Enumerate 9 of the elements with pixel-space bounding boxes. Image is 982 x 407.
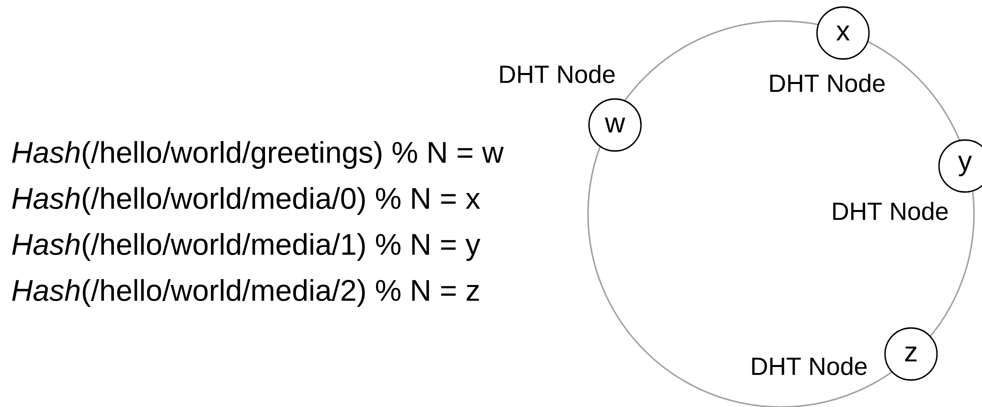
node-label: y <box>958 156 972 176</box>
node-caption: DHT Node <box>752 356 867 376</box>
node-caption: DHT Node <box>500 64 615 84</box>
hash-formula: Hash(/hello/world/media/0) % N = x <box>12 187 480 215</box>
node-caption: DHT Node <box>770 74 885 92</box>
node-caption: DHT Node <box>833 202 948 220</box>
hash-formula: Hash(/hello/world/media/1) % N = y <box>12 233 480 261</box>
hash-formula: Hash(/hello/world/media/2) % N = z <box>12 279 479 307</box>
hash-formula: Hash(/hello/world/greetings) % N = w <box>12 141 504 169</box>
